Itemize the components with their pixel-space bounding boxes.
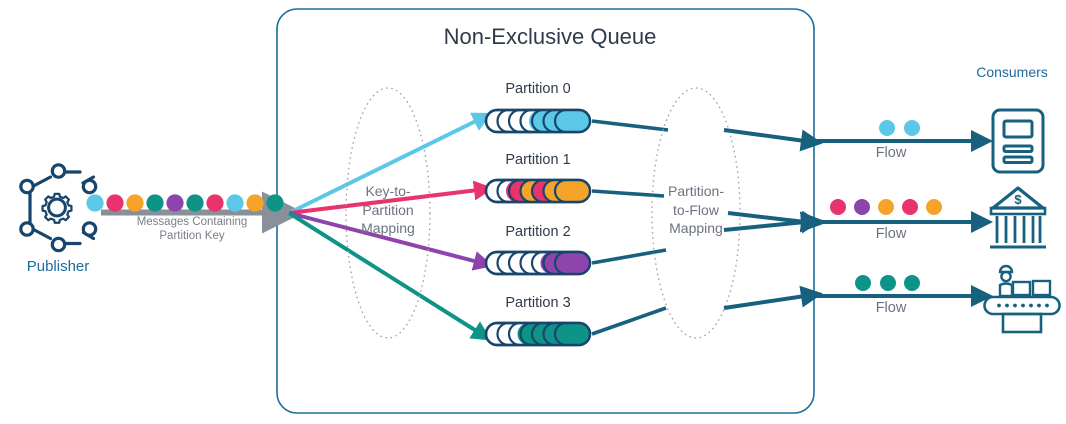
key-to-partition-ellipse — [345, 87, 431, 339]
flow-lines — [812, 130, 993, 307]
document-icon — [991, 108, 1045, 174]
publisher-icon — [19, 163, 98, 253]
messages-label-line2: Partition Key — [159, 230, 225, 242]
consumers-label: Consumers — [976, 64, 1048, 80]
partition-queue-0 — [484, 108, 592, 134]
page-title: Non-Exclusive Queue — [443, 24, 657, 49]
partition-1-label: Partition 1 — [505, 152, 571, 168]
partition-queue-2 — [484, 250, 592, 276]
messages-label-line1: Messages Containing — [136, 216, 248, 228]
svg-text:$: $ — [1014, 192, 1022, 207]
messages-label: Messages Containing Partition Key — [108, 215, 276, 243]
flow-map-line3: Mapping — [669, 220, 723, 236]
key-map-line1: Key-to- — [365, 183, 411, 199]
flow-1-label: Flow — [875, 226, 907, 242]
flow-map-line1: Partition- — [667, 183, 725, 199]
partition-to-flow-mapping-label: Partition- to-Flow Mapping — [652, 182, 740, 238]
flow-dots-0 — [879, 120, 920, 136]
key-to-partition-fanout — [287, 112, 494, 341]
flow-dots-1 — [830, 199, 942, 215]
publisher-label: Publisher — [26, 258, 90, 275]
message-dots — [86, 194, 284, 212]
flow-2-label: Flow — [875, 300, 907, 316]
partition-to-flow-inlines — [591, 119, 669, 336]
partition-queue-1 — [484, 178, 592, 204]
flow-dots-2 — [855, 275, 920, 291]
partition-2-label: Partition 2 — [505, 224, 571, 240]
flow-map-line2: to-Flow — [673, 201, 719, 218]
partition-0-label: Partition 0 — [505, 81, 571, 97]
conveyor-factory-icon — [983, 264, 1061, 334]
flow-feed-lines — [723, 128, 823, 310]
key-to-partition-mapping-label: Key-to- Partition Mapping — [348, 182, 428, 238]
partition-3-label: Partition 3 — [505, 295, 571, 311]
partition-queue-3 — [484, 321, 592, 347]
key-map-line3: Mapping — [361, 220, 415, 236]
key-map-line2: Partition — [362, 201, 414, 218]
flow-0-label: Flow — [875, 145, 907, 161]
bank-icon: $ — [989, 186, 1047, 249]
